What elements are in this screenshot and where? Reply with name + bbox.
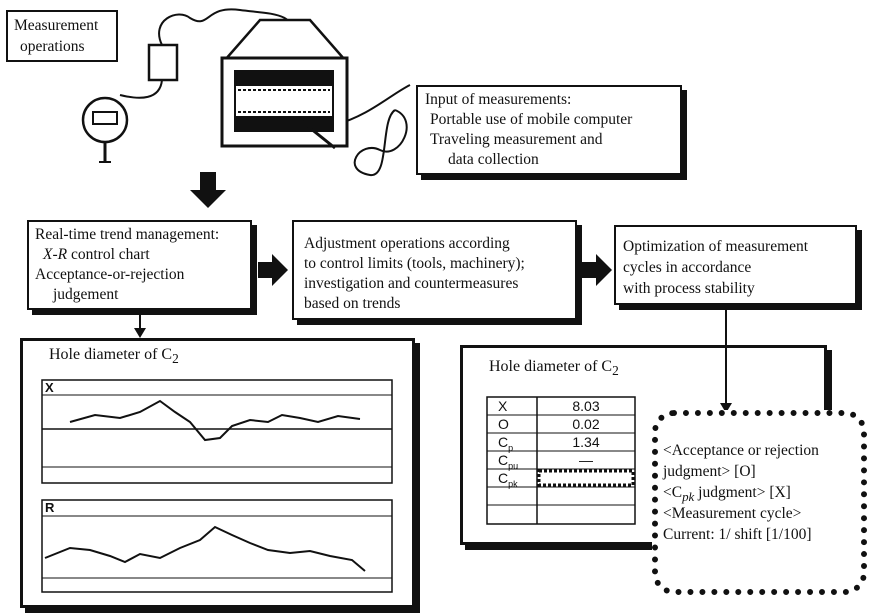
judgment-line5: Current: 1/ shift [1/100] — [663, 526, 812, 543]
judgment-box: <Acceptance or rejection judgment> [O] <… — [652, 410, 867, 595]
input-line3: data collection — [448, 151, 539, 168]
adjust-line1: Adjustment operations according — [304, 235, 510, 252]
r-chart-label: R — [45, 500, 55, 515]
adjust-line4: based on trends — [304, 295, 401, 312]
arrow-head-icon — [720, 403, 732, 413]
trend-line2: X-R control chart — [43, 245, 150, 264]
table-row-value: 1.34 — [572, 434, 600, 450]
table-row-label: O — [498, 416, 509, 432]
judgment-line4: <Measurement cycle> — [663, 505, 802, 522]
x-chart-label: X — [45, 380, 54, 395]
trend-line4: judgement — [53, 286, 119, 303]
optimize-line1: Optimization of measurement — [623, 238, 809, 255]
cable — [353, 109, 408, 176]
down-arrow-icon — [190, 172, 226, 208]
input-title: Input of measurements: — [425, 91, 572, 108]
right-panel-title-sub: 2 — [612, 363, 619, 379]
trend-line3: Acceptance-or-rejection — [35, 266, 185, 283]
table-row-label: X — [498, 398, 508, 414]
trend-line1: Real-time trend management: — [35, 226, 220, 243]
optimization-box: Optimization of measurement cycles in ac… — [614, 225, 857, 305]
stats-table-grid — [486, 396, 636, 525]
measurement-operations-box: Measurement operations — [6, 10, 118, 62]
measurement-line2: operations — [20, 38, 85, 55]
table-row-value: 8.03 — [572, 398, 600, 414]
table-row-value: 0.02 — [572, 416, 600, 432]
adjust-line2: to control limits (tools, machinery); — [304, 255, 525, 272]
arrow-head-icon — [134, 328, 146, 338]
right-panel-title: Hole diameter of C2 — [489, 358, 619, 379]
measurement-line1: Measurement — [14, 17, 99, 34]
input-line2: Traveling measurement and — [430, 131, 603, 148]
judgment-line1: <Acceptance or rejection — [663, 442, 819, 459]
cable — [158, 8, 293, 46]
right-arrow-icon — [258, 254, 288, 286]
optimize-line3: with process stability — [623, 280, 755, 297]
trend-management-box: Real-time trend management: X-R control … — [27, 220, 252, 310]
cpk-highlight — [537, 469, 635, 487]
adjustment-operations-box: Adjustment operations according to contr… — [292, 220, 577, 320]
x-bar-trend-line — [69, 399, 361, 442]
adjust-line3: investigation and countermeasures — [304, 275, 519, 292]
data-collector-device — [147, 43, 179, 82]
table-row-label: Cpk — [498, 470, 518, 489]
table-row-label: Cp — [498, 434, 514, 453]
trend-chart-type: X-R — [43, 246, 68, 263]
table-row-label: Cpu — [498, 452, 519, 471]
dial-gauge-icon — [81, 96, 129, 163]
right-arrow-icon — [582, 254, 612, 286]
cable — [119, 79, 163, 99]
judgment-line2: judgment> [O] — [663, 463, 756, 480]
x-bar-chart — [41, 379, 393, 484]
r-trend-line — [44, 525, 366, 572]
portable-computer-icon — [220, 18, 349, 150]
optimize-line2: cycles in accordance — [623, 259, 752, 276]
table-row-value: — — [579, 452, 593, 468]
trend-chart-type-rest: control chart — [67, 246, 150, 263]
r-chart — [41, 499, 393, 593]
input-line1: Portable use of mobile computer — [430, 111, 633, 128]
judgment-line3: <Cpk judgment> [X] — [663, 484, 791, 505]
input-measurements-box: Input of measurements: Portable use of m… — [416, 85, 682, 175]
